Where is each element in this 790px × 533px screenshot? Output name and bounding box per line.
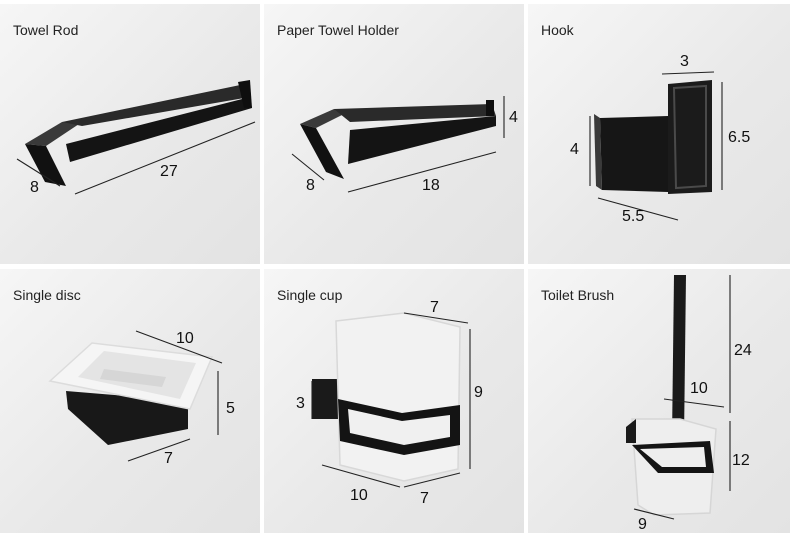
paper-towel-holder-illustration: 4 8 18: [291, 96, 518, 194]
panel-title: Paper Towel Holder: [277, 22, 399, 38]
dimension-label: 9: [638, 516, 647, 533]
dimension-label: 5: [226, 400, 235, 417]
panel-title: Toilet Brush: [541, 287, 615, 303]
dimension-label: 3: [296, 395, 305, 412]
panel-title: Single cup: [277, 287, 343, 303]
dimension-label: 12: [732, 452, 750, 469]
panel-hook: Hook 3 4 6.5 5.5: [528, 4, 790, 264]
panel-title: Hook: [541, 22, 574, 38]
panel-paper-towel-holder: Paper Towel Holder 4 8 18: [264, 4, 524, 264]
dimension-label: 3: [680, 53, 689, 70]
dimension-label: 7: [420, 490, 429, 507]
panel-towel-rod: Towel Rod 8 27: [0, 4, 260, 264]
dimension-label: 24: [734, 342, 752, 359]
dimension-label: 7: [164, 450, 173, 467]
single-disc-illustration: 10 5 7: [48, 330, 235, 467]
towel-rod-illustration: 8 27: [16, 80, 256, 196]
panel-single-disc: Single disc 10 5 7: [0, 269, 260, 533]
dimension-label: 8: [30, 179, 39, 196]
hook-illustration: 3 4 6.5 5.5: [570, 53, 750, 225]
dimension-label: 18: [422, 177, 440, 194]
dimension-label: 27: [160, 163, 178, 180]
panel-single-cup: Single cup 7 3 9 10 7: [264, 269, 524, 533]
dimension-label: 6.5: [728, 129, 750, 146]
dimension-label: 5.5: [622, 208, 644, 225]
dimension-label: 9: [474, 384, 483, 401]
dimension-label: 10: [176, 330, 194, 347]
dimension-label: 10: [350, 487, 368, 504]
dimension-label: 8: [306, 177, 315, 194]
panel-title: Single disc: [13, 287, 81, 303]
dimension-label: 4: [570, 141, 579, 158]
dimension-label: 7: [430, 299, 439, 316]
dimension-label: 4: [509, 109, 518, 126]
single-cup-illustration: 7 3 9 10 7: [296, 299, 483, 507]
dimension-label: 10: [690, 380, 708, 397]
panel-toilet-brush: Toilet Brush 24 10 12 9: [528, 269, 790, 533]
panel-title: Towel Rod: [13, 22, 79, 38]
toilet-brush-illustration: 24 10 12 9: [626, 275, 752, 533]
